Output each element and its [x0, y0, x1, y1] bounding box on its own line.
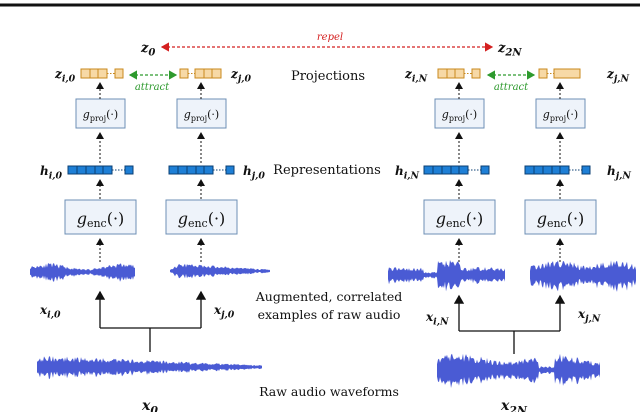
- attract-label-left: attract: [135, 82, 170, 93]
- augmented-label-line1: Augmented, correlated: [255, 289, 403, 304]
- representation-vector-hi0: [67, 165, 134, 175]
- ziN-label: zi,N: [404, 67, 428, 84]
- representation-vector-hiN: [423, 165, 490, 175]
- svg-text:genc(·): genc(·): [537, 209, 585, 230]
- waveform-raw-x2N: [437, 353, 600, 388]
- split-arrows-left: [94, 290, 207, 352]
- svg-text:genc(·): genc(·): [178, 209, 226, 230]
- genc-box-1: genc(·): [64, 199, 137, 235]
- gproj-box-3: gproj(·): [434, 98, 485, 129]
- x2N-label: x2N: [500, 398, 528, 412]
- genc-box-2: genc(·): [165, 199, 238, 235]
- zj0-label: zj,0: [230, 67, 251, 84]
- z0-label: z0: [140, 41, 155, 59]
- hjN-label: hj,N: [607, 164, 631, 181]
- z2N-label: z2N: [497, 41, 522, 59]
- hi0-label: hi,0: [40, 164, 63, 181]
- zjN-label: zj,N: [606, 67, 629, 84]
- augmented-label-line2: examples of raw audio: [258, 307, 401, 322]
- genc-box-4: genc(·): [524, 199, 597, 235]
- hiN-label: hi,N: [395, 164, 420, 181]
- svg-text:genc(·): genc(·): [77, 209, 125, 230]
- representations-label: Representations: [273, 163, 381, 178]
- projection-vector-zjN: [538, 68, 581, 79]
- genc-box-3: genc(·): [423, 199, 496, 235]
- xiN-label: xi,N: [425, 310, 449, 327]
- attract-label-right: attract: [494, 82, 529, 93]
- split-arrows-right: [453, 294, 566, 354]
- waveform-augmented-iN: [388, 260, 505, 292]
- gproj-box-4: gproj(·): [535, 98, 586, 129]
- zi0-label: zi,0: [54, 67, 76, 84]
- svg-text:genc(·): genc(·): [436, 209, 484, 230]
- projection-vector-zj0: [179, 68, 222, 79]
- projection-vector-ziN: [437, 68, 481, 79]
- xjN-label: xj,N: [577, 307, 601, 324]
- projections-label: Projections: [291, 69, 365, 84]
- xj0-label: xj,0: [213, 303, 235, 320]
- svg-text:gproj(·): gproj(·): [184, 108, 219, 123]
- waveform-augmented-j0: [170, 263, 270, 279]
- xi0-label: xi,0: [39, 303, 61, 320]
- hj0-label: hj,0: [243, 164, 265, 181]
- representation-vector-hjN: [524, 165, 591, 175]
- svg-text:gproj(·): gproj(·): [543, 108, 578, 123]
- arrows-to-encoders: [96, 238, 564, 262]
- svg-text:gproj(·): gproj(·): [442, 108, 477, 123]
- x0-label: x0: [141, 398, 158, 412]
- arrows-to-representations: [96, 179, 564, 199]
- repel-label: repel: [317, 32, 343, 43]
- waveform-augmented-i0: [30, 263, 135, 282]
- arrows-to-projections: [96, 82, 564, 99]
- representation-vector-hj0: [168, 165, 235, 175]
- waveform-raw-x0: [37, 356, 262, 380]
- gproj-box-1: gproj(·): [75, 98, 126, 129]
- waveform-augmented-jN: [530, 260, 636, 292]
- svg-text:gproj(·): gproj(·): [83, 108, 118, 123]
- raw-waveforms-label: Raw audio waveforms: [259, 384, 399, 399]
- gproj-box-2: gproj(·): [176, 98, 227, 129]
- projection-vector-zi0: [80, 68, 124, 79]
- arrows-to-gproj: [96, 132, 564, 163]
